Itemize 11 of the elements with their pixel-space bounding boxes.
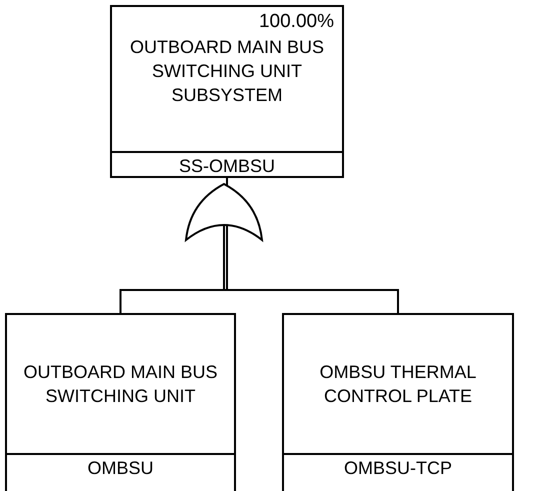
probability-label: 100.00% <box>258 10 335 34</box>
event-box <box>5 313 236 491</box>
event-box <box>282 313 514 491</box>
event-code: OMBSU <box>7 453 234 491</box>
event-title: OUTBOARD MAIN BUS SWITCHING UNIT <box>22 361 219 408</box>
event-code: SS-OMBSU <box>112 151 342 176</box>
event-code: OMBSU-TCP <box>284 453 512 491</box>
event-box <box>110 5 344 178</box>
or-gate <box>185 183 263 241</box>
event-title: OUTBOARD MAIN BUS SWITCHING UNIT SUBSYSTEM <box>128 36 326 107</box>
event-title: OMBSU THERMAL CONTROL PLATE <box>318 361 478 408</box>
